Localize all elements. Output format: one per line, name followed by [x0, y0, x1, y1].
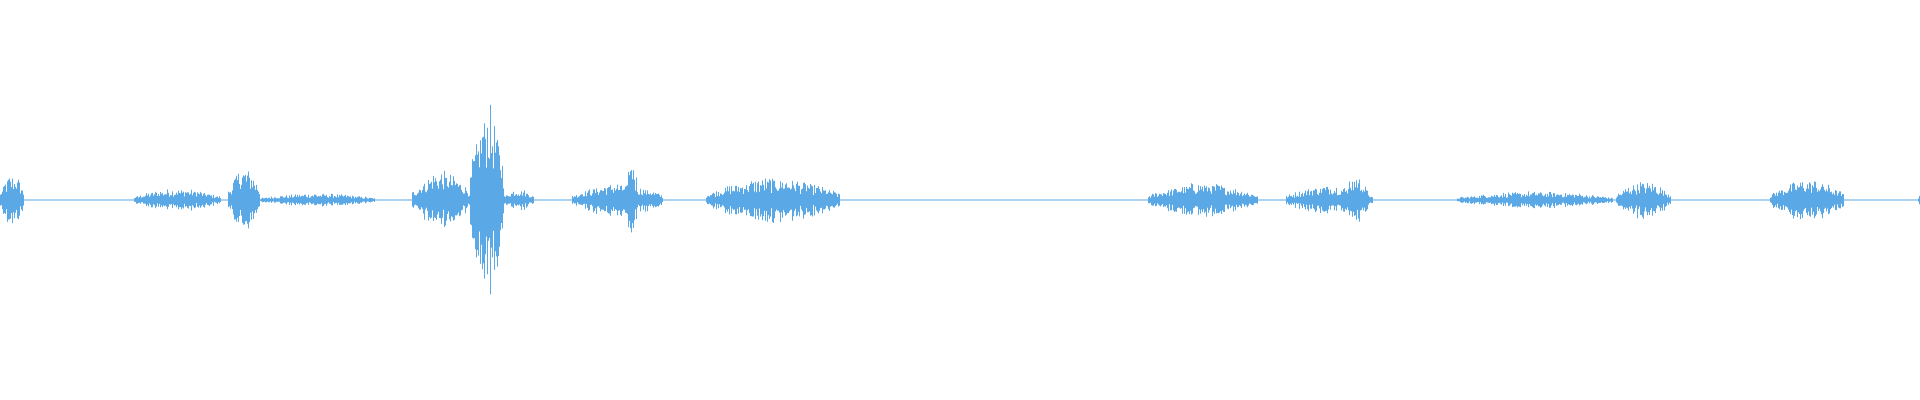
waveform-peaks [0, 104, 1920, 295]
waveform-peak-path [0, 104, 1920, 295]
